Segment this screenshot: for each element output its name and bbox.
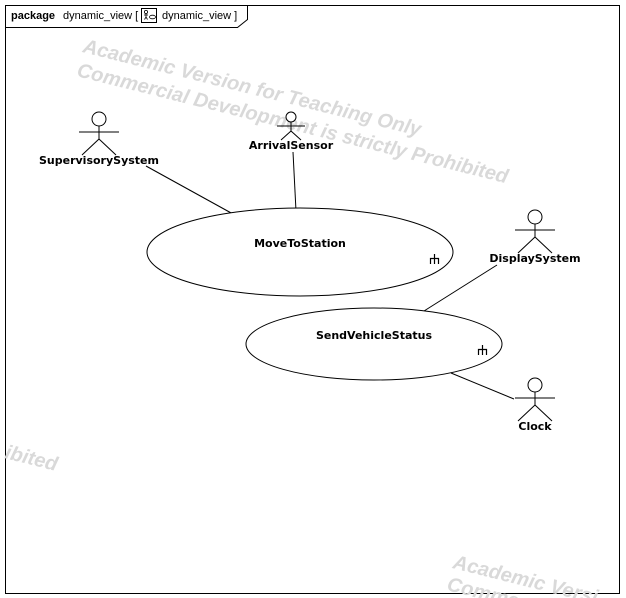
actor-display-system[interactable]: DisplaySystem xyxy=(489,209,581,265)
actor-label: DisplaySystem xyxy=(489,252,580,265)
actor-arrival-sensor[interactable]: ArrivalSensor xyxy=(249,111,334,152)
rake-icon xyxy=(429,254,440,264)
use-case-diagram-icon xyxy=(141,8,157,23)
actor-label: SupervisorySystem xyxy=(39,154,159,167)
actor-label: ArrivalSensor xyxy=(249,139,334,152)
use-case-label: MoveToStation xyxy=(254,237,346,250)
actor-clock[interactable]: Clock xyxy=(515,377,555,433)
actor-supervisory-system[interactable]: SupervisorySystem xyxy=(39,111,159,167)
frame-tab: package dynamic_view [ dynamic_view ] xyxy=(5,5,248,28)
association-arrival-move[interactable] xyxy=(292,151,297,212)
association-display-send[interactable] xyxy=(423,264,498,312)
use-case-move-to-station[interactable]: MoveToStation xyxy=(146,207,454,297)
use-case-send-vehicle-status[interactable]: SendVehicleStatus xyxy=(245,307,503,381)
association-clock-send[interactable] xyxy=(450,372,515,400)
frame-name: dynamic_view [ xyxy=(63,10,138,22)
actor-label: Clock xyxy=(518,420,552,433)
diagram-name: dynamic_view ] xyxy=(162,10,237,22)
package-frame xyxy=(5,5,620,594)
use-case-label: SendVehicleStatus xyxy=(316,329,433,342)
rake-icon xyxy=(477,345,488,355)
associations xyxy=(145,151,515,400)
association-supervisory-move[interactable] xyxy=(145,165,234,215)
frame-keyword: package xyxy=(11,10,55,22)
